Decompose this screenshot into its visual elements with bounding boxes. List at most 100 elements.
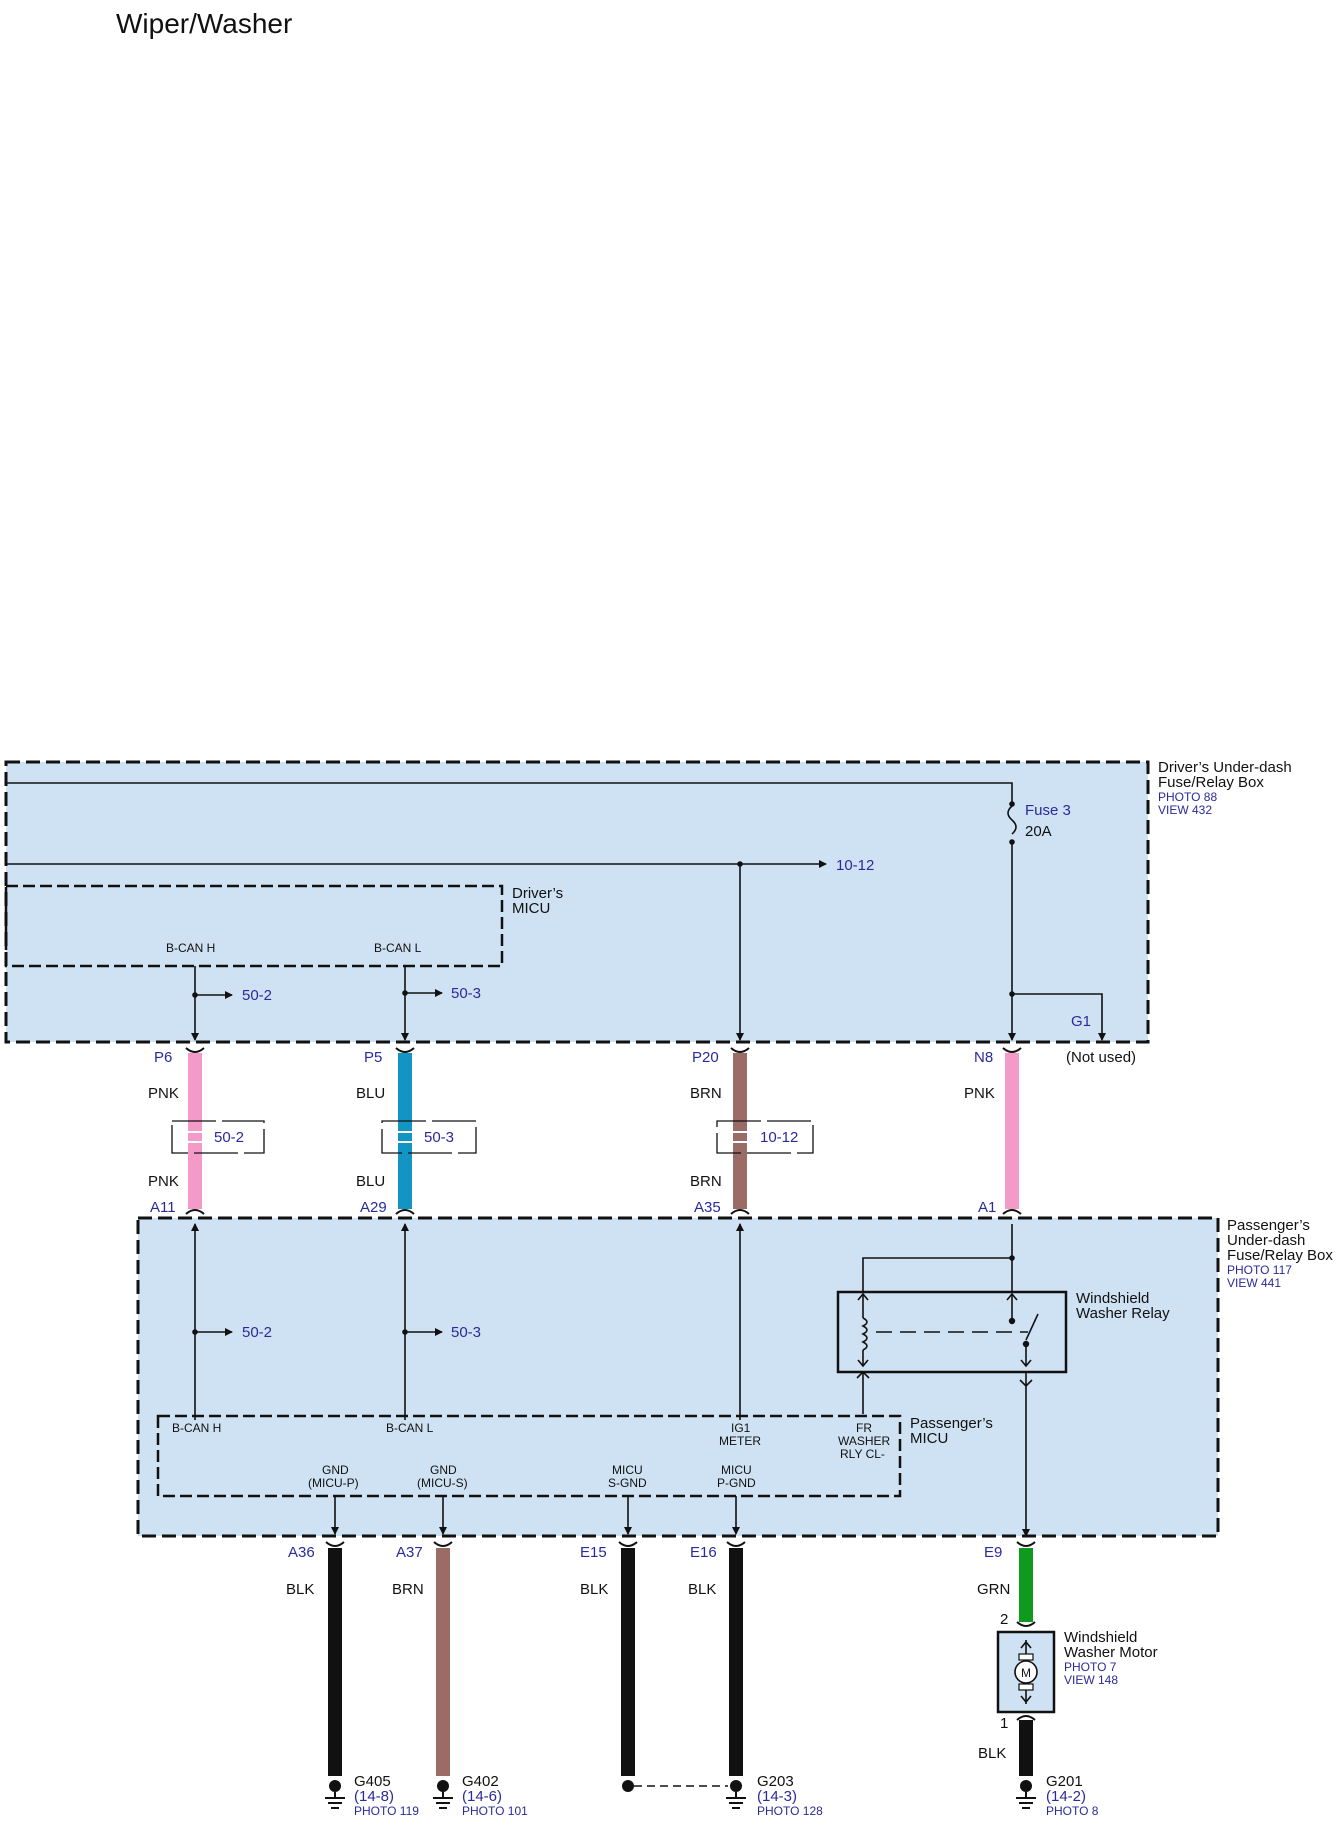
- wire-color-e16: BLK: [688, 1581, 716, 1598]
- pass-bcan-h-label: B-CAN H: [172, 1421, 221, 1435]
- wire-color-a35: BRN: [690, 1173, 722, 1190]
- g201-photo[interactable]: PHOTO 8: [1046, 1804, 1099, 1818]
- drivers-box-view[interactable]: VIEW 432: [1158, 803, 1212, 817]
- page-title: Wiper/Washer: [116, 8, 293, 39]
- passengers-micu-label-2: MICU: [910, 1430, 948, 1447]
- wire-a37-brn: [436, 1548, 450, 1776]
- fuse-3-rating: 20A: [1025, 823, 1052, 840]
- micu-s-gnd-label-1: MICU: [612, 1463, 643, 1477]
- passengers-fuse-relay-box: [136, 1216, 1220, 1538]
- pin-a11: A11: [150, 1199, 176, 1216]
- relay-label-2: Washer Relay: [1076, 1305, 1170, 1322]
- drivers-micu: [4, 884, 504, 968]
- relay-coil: [857, 1292, 869, 1368]
- wire-color-a29: BLU: [356, 1173, 385, 1190]
- g1-label: G1: [1071, 1013, 1091, 1030]
- g203-photo[interactable]: PHOTO 128: [757, 1804, 823, 1818]
- pin-e9: E9: [984, 1544, 1002, 1561]
- ground-symbol-g402: [433, 1780, 453, 1809]
- passengers-box-name-2: Under-dash: [1227, 1232, 1305, 1249]
- g402-ref[interactable]: (14-6): [462, 1788, 502, 1805]
- ref-50-2-top[interactable]: 50-2: [242, 987, 272, 1004]
- micu-s-gnd-label-2: S-GND: [608, 1476, 647, 1490]
- gnd-micu-p-label-2: (MICU-P): [308, 1476, 359, 1490]
- ref-50-3-bottom[interactable]: 50-3: [451, 1324, 481, 1341]
- gnd-micu-p-label-1: GND: [322, 1463, 349, 1477]
- not-used-label: (Not used): [1066, 1049, 1136, 1066]
- pin-a29: A29: [360, 1199, 387, 1216]
- ref-50-3-top[interactable]: 50-3: [451, 985, 481, 1002]
- g402-name: G402: [462, 1773, 499, 1790]
- motor-m-symbol: M: [1021, 1666, 1031, 1680]
- splice-ref-50-2[interactable]: 50-2: [214, 1129, 244, 1146]
- wire-motor-blk: [1019, 1720, 1033, 1776]
- e15-splice-dot: [622, 1780, 634, 1792]
- g201-name: G201: [1046, 1773, 1083, 1790]
- splice-mark-10-12: [733, 1133, 747, 1141]
- fr-washer-label-1: FR: [856, 1421, 872, 1435]
- motor-top-cup: [1016, 1621, 1036, 1627]
- pin-e16: E16: [690, 1544, 717, 1561]
- relay-coil-feed-wire: [862, 1257, 1012, 1292]
- g203-ref[interactable]: (14-3): [757, 1788, 797, 1805]
- gnd-micu-s-label-2: (MICU-S): [417, 1476, 468, 1490]
- passengers-box-photo[interactable]: PHOTO 117: [1227, 1263, 1292, 1277]
- g203-name: G203: [757, 1773, 794, 1790]
- fuse-3-label: Fuse 3: [1025, 802, 1071, 819]
- motor-pin-2: 2: [1000, 1611, 1008, 1628]
- fr-washer-label-2: WASHER: [838, 1434, 891, 1448]
- g201-ref[interactable]: (14-2): [1046, 1788, 1086, 1805]
- ground-symbol-g201: [1016, 1780, 1036, 1809]
- g402-photo[interactable]: PHOTO 101: [462, 1804, 528, 1818]
- fr-washer-label-3: RLY CL-: [840, 1447, 885, 1461]
- relay-coil-chevron: [856, 1370, 870, 1379]
- ground-symbol-g203: [726, 1780, 746, 1809]
- drivers-fuse-relay-box: [4, 760, 1150, 1044]
- pin-p20: P20: [692, 1049, 719, 1066]
- wire-color-p20: BRN: [690, 1085, 722, 1102]
- g405-ref[interactable]: (14-8): [354, 1788, 394, 1805]
- motor-view[interactable]: VIEW 148: [1064, 1673, 1118, 1687]
- fuse-feed-wire: [6, 782, 1013, 802]
- wire-color-p6: PNK: [148, 1085, 179, 1102]
- motor-photo[interactable]: PHOTO 7: [1064, 1660, 1117, 1674]
- wire-a36-blk: [328, 1548, 342, 1776]
- fuse-3-symbol: [1007, 805, 1017, 835]
- splice-ref-10-12[interactable]: 10-12: [760, 1129, 798, 1146]
- windshield-washer-relay: [836, 1290, 1068, 1374]
- wire-color-a37: BRN: [392, 1581, 424, 1598]
- wire-color-p5: BLU: [356, 1085, 385, 1102]
- drivers-box-name-2: Fuse/Relay Box: [1158, 774, 1264, 791]
- relay-output-chevron: [1019, 1379, 1033, 1388]
- drivers-bcan-l-label: B-CAN L: [374, 941, 422, 955]
- connector-cups: [185, 1047, 1022, 1215]
- splice-ref-50-3[interactable]: 50-3: [424, 1129, 454, 1146]
- wire-color-n8: PNK: [964, 1085, 995, 1102]
- pin-n8: N8: [974, 1049, 993, 1066]
- gnd-micu-s-label-1: GND: [430, 1463, 457, 1477]
- pin-a35: A35: [694, 1199, 721, 1216]
- ground-connector-cups: [325, 1541, 1036, 1547]
- relay-label-1: Windshield: [1076, 1290, 1149, 1307]
- wire-e16-blk: [729, 1548, 743, 1776]
- wire-e9-grn: [1019, 1548, 1033, 1622]
- drivers-box-name-1: Driver’s Under-dash: [1158, 759, 1292, 776]
- ref-50-2-bottom[interactable]: 50-2: [242, 1324, 272, 1341]
- wire-color-a36: BLK: [286, 1581, 314, 1598]
- wire-color-motor-gnd: BLK: [978, 1745, 1006, 1762]
- motor-bottom-cup: [1016, 1715, 1036, 1721]
- g405-photo[interactable]: PHOTO 119: [354, 1804, 419, 1818]
- pin-a1: A1: [978, 1199, 996, 1216]
- pin-p5: P5: [364, 1049, 382, 1066]
- ig1-label-1: IG1: [731, 1421, 751, 1435]
- wire-color-e9: GRN: [977, 1581, 1010, 1598]
- wire-color-e15: BLK: [580, 1581, 608, 1598]
- passengers-box-view[interactable]: VIEW 441: [1227, 1276, 1281, 1290]
- splice-box-50-3: [381, 1120, 477, 1154]
- drivers-box-photo[interactable]: PHOTO 88: [1158, 790, 1217, 804]
- splice-box-10-12: [716, 1120, 814, 1154]
- wire-e15-blk: [621, 1548, 635, 1776]
- splice-mark-50-3: [398, 1133, 412, 1141]
- ref-10-12-top[interactable]: 10-12: [836, 857, 874, 874]
- passengers-box-name-3: Fuse/Relay Box: [1227, 1247, 1333, 1264]
